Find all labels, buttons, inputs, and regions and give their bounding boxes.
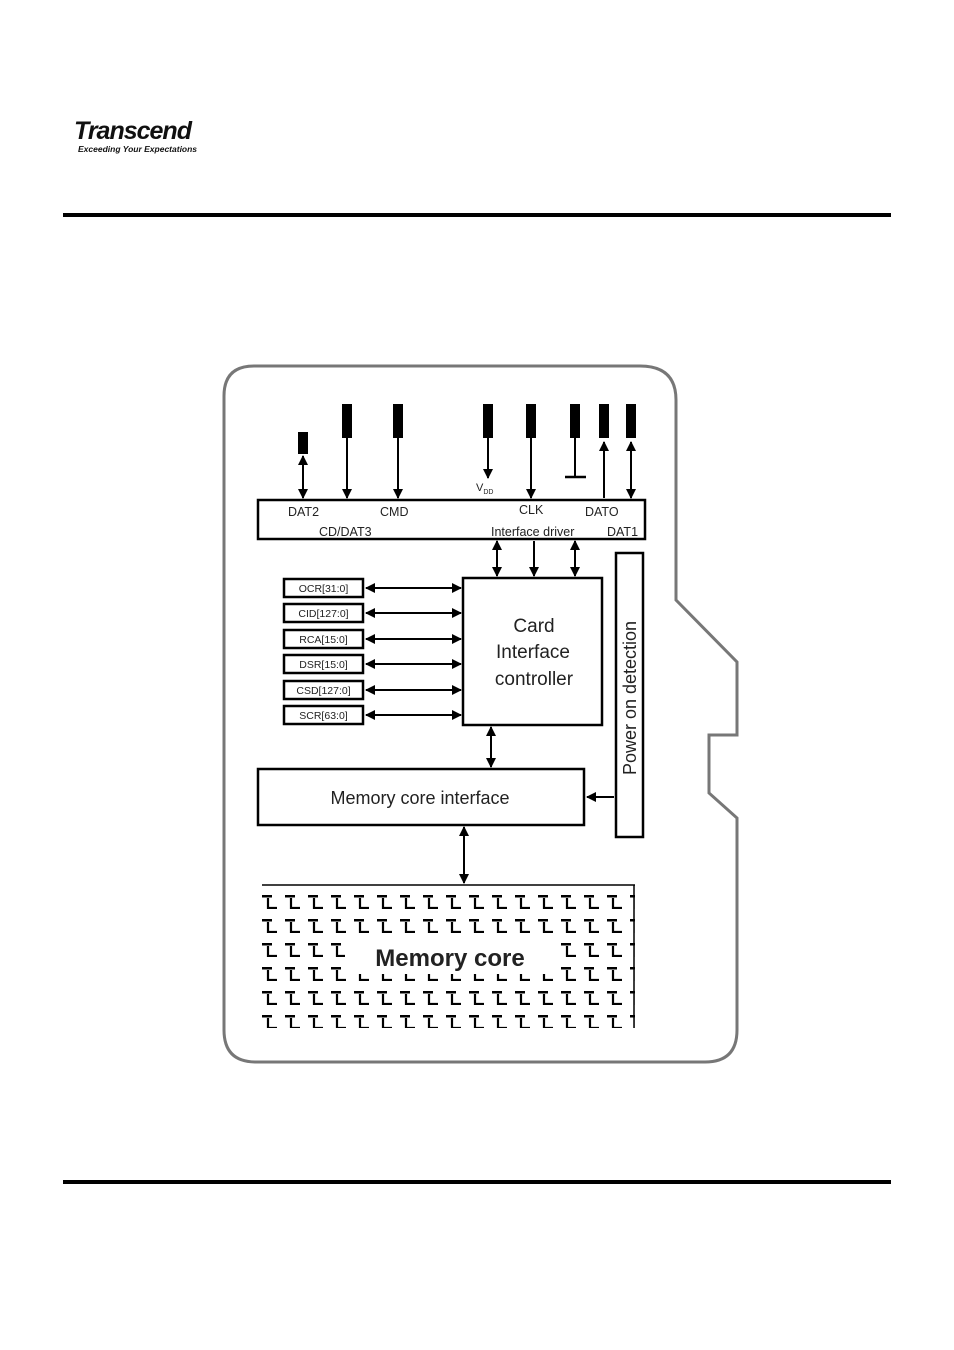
register-label: CSD[127:0] (296, 685, 350, 697)
pin-dat2 (298, 432, 308, 454)
pin-cd-dat3 (342, 404, 352, 438)
pin-label-vdd-sub: DD (483, 489, 493, 496)
registers: OCR[31:0] CID[127:0] RCA[15:0] DSR[15:0]… (284, 579, 363, 724)
register-label: OCR[31:0] (299, 583, 349, 595)
pin-label-clk: CLK (519, 503, 544, 517)
power-on-detection-label: Power on detection (620, 621, 640, 775)
register-label: RCA[15:0] (299, 634, 348, 646)
memory-core-array: Memory core (262, 885, 635, 1028)
controller-label-line2: Interface (496, 642, 570, 663)
register-label: SCR[63:0] (299, 710, 348, 722)
controller-label-line3: controller (495, 669, 574, 690)
register-label: CID[127:0] (298, 608, 348, 620)
pin-contacts (298, 404, 636, 498)
pin-vdd (483, 404, 493, 438)
pin-label-dat0: DATO (585, 505, 619, 519)
pin-label-cmd: CMD (380, 505, 408, 519)
controller-label-line1: Card (513, 616, 554, 637)
memory-core-label: Memory core (375, 945, 524, 972)
pin-cmd (393, 404, 403, 438)
pin-dat0 (599, 404, 609, 438)
memory-core-interface-label: Memory core interface (330, 788, 509, 808)
register-label: DSR[15:0] (299, 659, 348, 671)
pin-dat1 (626, 404, 636, 438)
driver-controller-arrows (497, 541, 575, 576)
pin-clk (526, 404, 536, 438)
interface-driver-label: Interface driver (491, 525, 574, 539)
pin-label-vdd: VDD (476, 482, 493, 496)
pin-vss (570, 404, 580, 438)
pin-label-dat2: DAT2 (288, 505, 319, 519)
pin-label-dat1: DAT1 (607, 525, 638, 539)
register-arrows (366, 588, 461, 715)
pin-label-cd-dat3: CD/DAT3 (319, 525, 372, 539)
